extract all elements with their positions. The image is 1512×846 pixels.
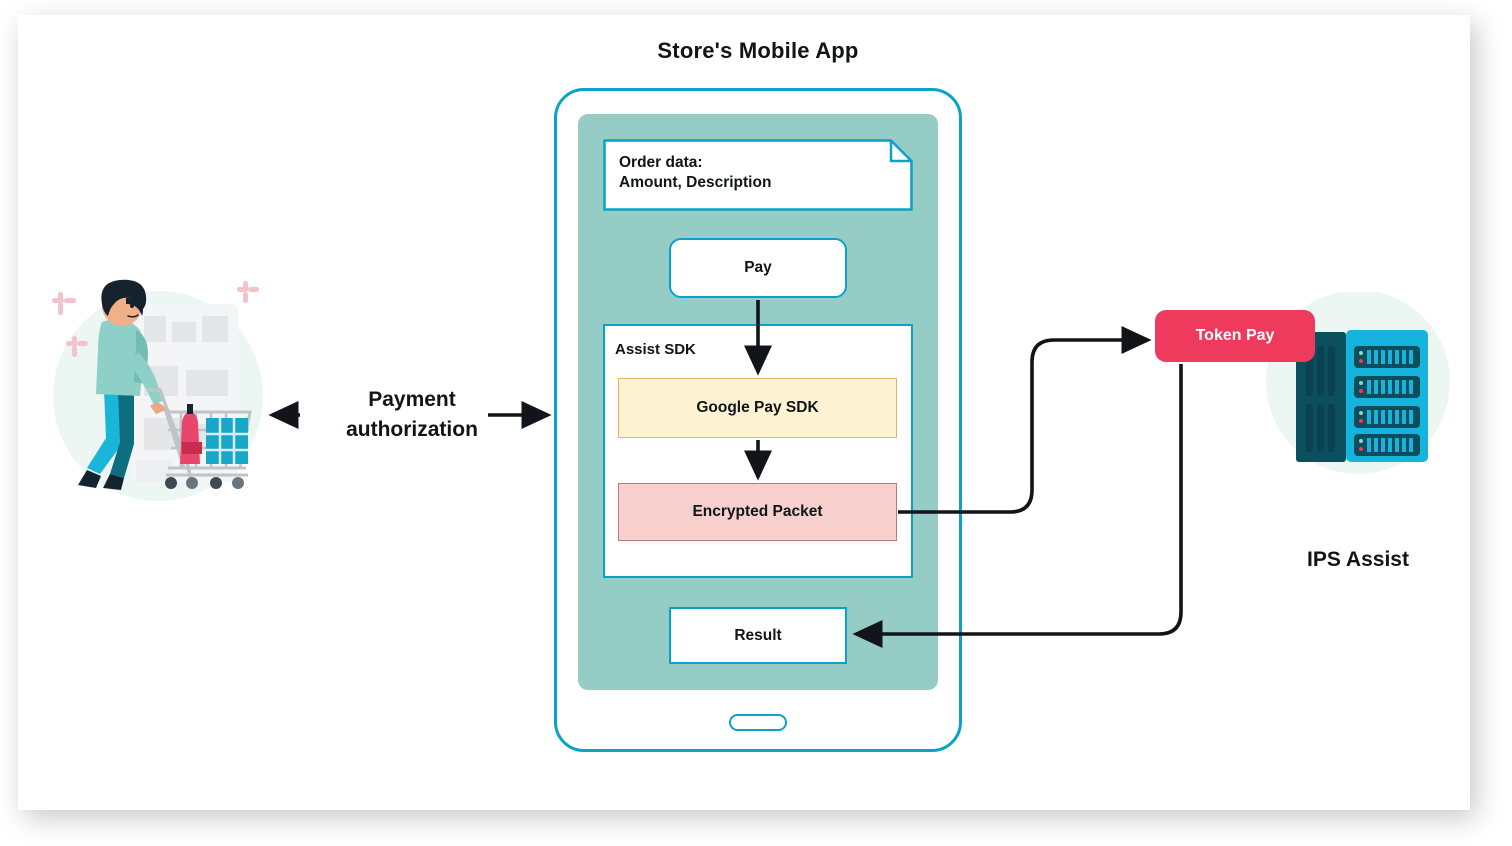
order-data-text: Order data: Amount, Description [619,154,772,191]
shopper-person [78,279,166,490]
encrypted-packet-box: Encrypted Packet [618,483,897,541]
result-box: Result [669,607,847,664]
shopper-illustration [52,279,263,501]
assist-sdk-label: Assist SDK [615,341,696,358]
order-data-note: Order data: Amount, Description [603,139,913,211]
sparkle-icon-3 [237,281,259,303]
token-pay-badge: Token Pay [1155,310,1315,362]
home-indicator [729,714,787,731]
sparkle-icon-2 [66,336,88,357]
server-rack-rows [1354,346,1420,456]
pay-button[interactable]: Pay [669,238,847,298]
ips-assist-label: IPS Assist [1307,548,1409,571]
sparkle-icon [52,292,76,315]
page-title: Store's Mobile App [657,38,859,63]
payment-authorization-label: Payment authorization [346,388,478,441]
google-pay-sdk-box: Google Pay SDK [618,378,897,438]
shopping-cart-icon [146,388,252,489]
